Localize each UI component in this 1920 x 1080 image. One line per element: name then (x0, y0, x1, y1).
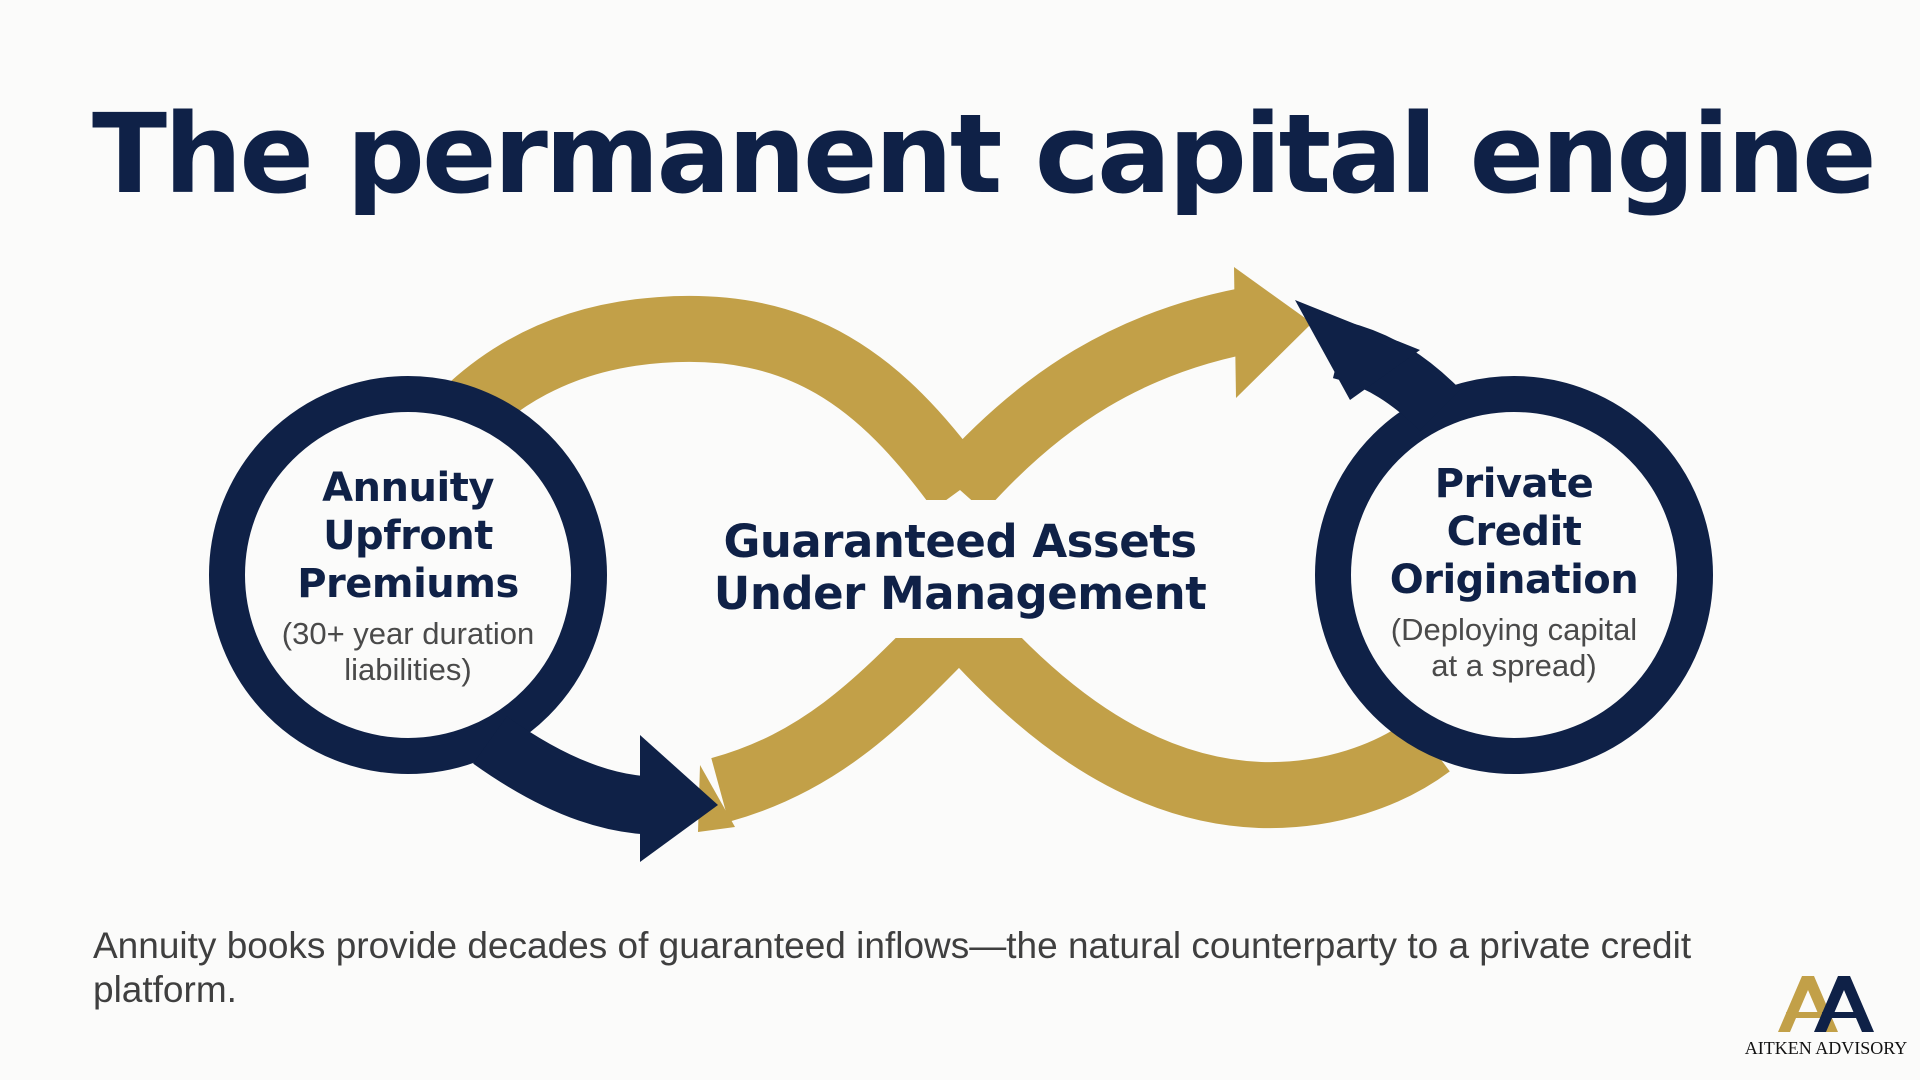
navy-arrow-left-head (640, 735, 718, 862)
right-node-subtitle: (Deploying capital at a spread) (1390, 612, 1638, 683)
logo-wordmark: AITKEN ADVISORY (1744, 1038, 1908, 1058)
left-node-subtitle: (30+ year duration liabilities) (281, 616, 535, 687)
left-node-ring (209, 376, 607, 774)
gold-flow-loop (414, 285, 1266, 512)
left-node-label: Annuity Upfront Premiums (30+ year durat… (258, 464, 558, 688)
gold-flow-lower (710, 571, 1450, 829)
navy-arrow-right-head (1295, 300, 1420, 400)
gold-arrowhead-bottom (698, 765, 735, 832)
center-node-title: Guaranteed Assets Under Management (713, 515, 1207, 620)
gold-arrowhead-right (1234, 267, 1312, 398)
right-node-ring (1315, 376, 1713, 774)
caption-text: Annuity books provide decades of guarant… (93, 925, 1692, 1010)
aitken-advisory-logo: AITKEN ADVISORY (1736, 972, 1916, 1068)
right-node-label: Private Credit Origination (Deploying ca… (1364, 460, 1664, 684)
aa-monogram-icon (1778, 976, 1874, 1032)
center-label-backdrop (705, 500, 1215, 638)
center-node-label: Guaranteed Assets Under Management (710, 516, 1210, 620)
right-node-title: Private Credit Origination (1389, 461, 1639, 603)
page-title: The permanent capital engine (92, 90, 1877, 218)
left-node-title: Annuity Upfront Premiums (297, 465, 519, 607)
